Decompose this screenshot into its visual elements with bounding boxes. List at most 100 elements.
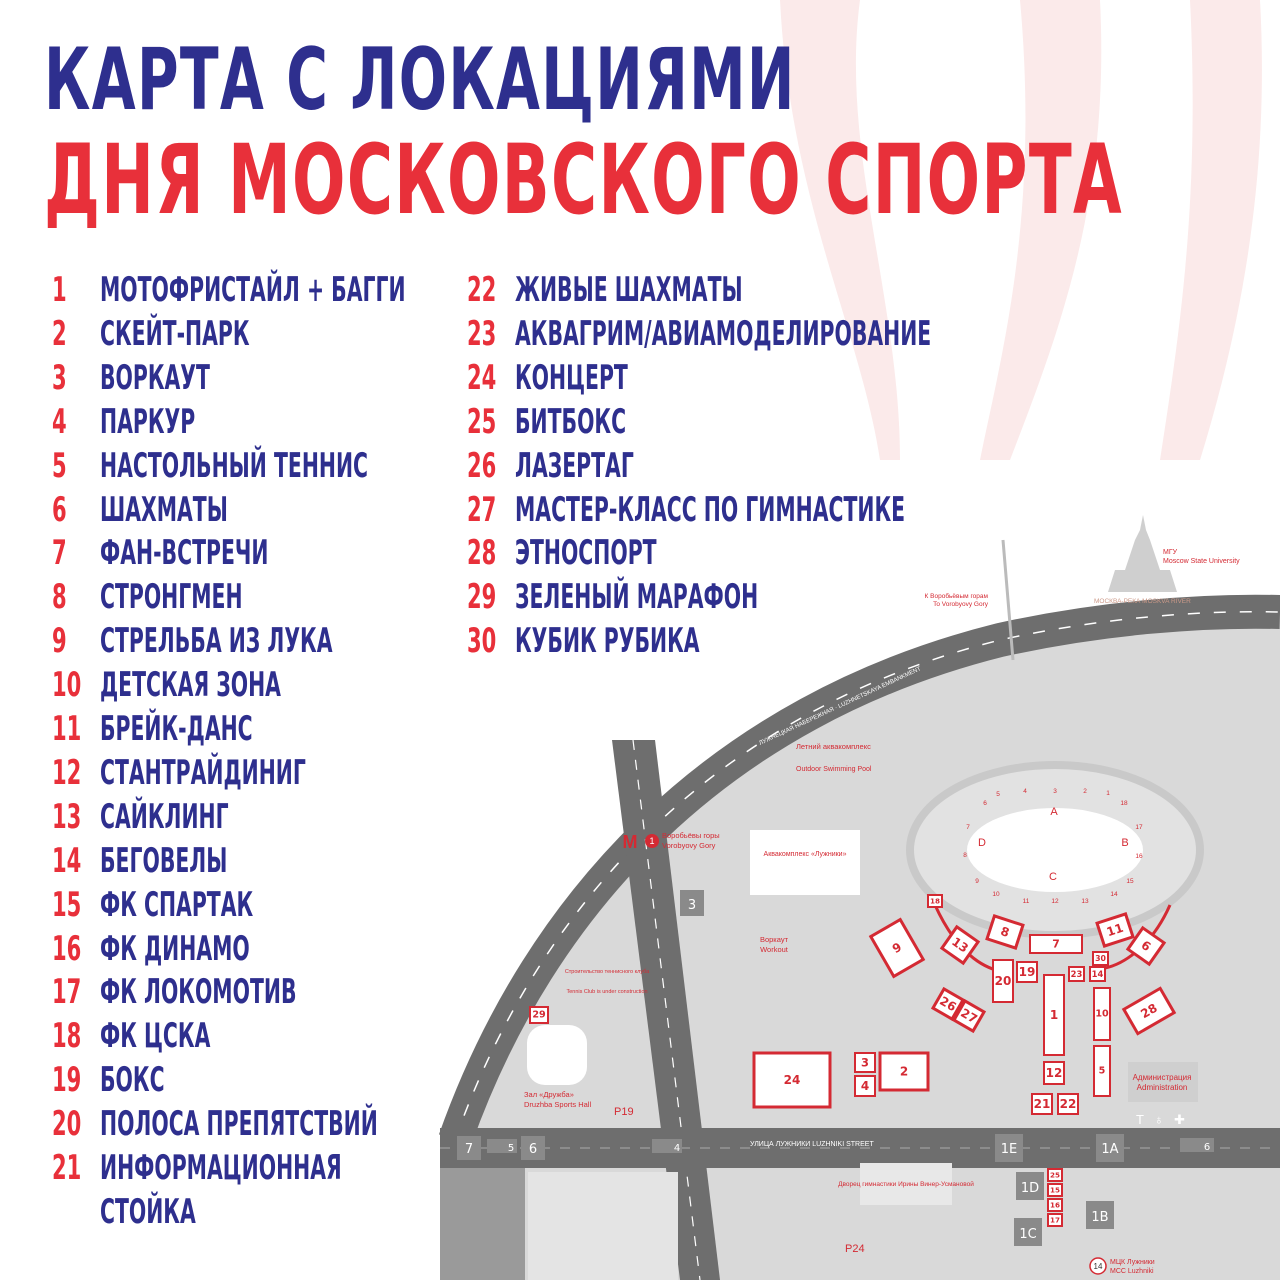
location-number: 28 <box>467 533 497 574</box>
svg-text:17: 17 <box>1135 824 1143 831</box>
druzhba-label: Зал «Дружба» <box>524 1090 574 1099</box>
location-number: 3 <box>52 357 67 398</box>
to-gory-label-en: To Vorobyovy Gory <box>933 601 989 608</box>
map-marker-15[interactable]: 15 <box>1047 1183 1063 1197</box>
marker-label: 21 <box>1034 1097 1051 1111</box>
location-label: ЗЕЛЕНЫЙ МАРАФОН <box>515 577 759 618</box>
location-label: БЕГОВЕЛЫ <box>100 840 228 881</box>
svg-text:16: 16 <box>1135 853 1143 860</box>
map-marker-20[interactable]: 20 <box>992 959 1014 1003</box>
pool-label: Летний аквакомплекс <box>796 742 871 751</box>
map-marker-2[interactable]: 2 <box>878 1051 930 1092</box>
aqua-label: Аквакомплекс «Лужники» <box>764 851 847 858</box>
map-marker-23[interactable]: 23 <box>1068 966 1085 982</box>
svg-text:5: 5 <box>996 791 1000 798</box>
location-number: 25 <box>467 401 497 442</box>
msu-label-en: Moscow State University <box>1163 558 1240 565</box>
map-marker-14[interactable]: 14 <box>1089 966 1106 982</box>
map-marker-8[interactable]: 8 <box>985 914 1025 950</box>
location-number: 30 <box>467 621 497 662</box>
exit-4: 4 <box>674 1143 680 1154</box>
location-number: 15 <box>52 884 82 925</box>
location-number: 2 <box>52 313 67 354</box>
map-marker-24[interactable]: 24 <box>752 1051 832 1109</box>
marker-label: 12 <box>1046 1066 1063 1080</box>
location-label: ДЕТСКАЯ ЗОНА <box>100 665 281 706</box>
map-marker-13[interactable]: 13 <box>939 924 981 966</box>
location-label: БОКС <box>100 1060 165 1101</box>
river-label: МОСКВА-РЕКА MOSKVA RIVER <box>1094 598 1191 605</box>
location-label: ПОЛОСА ПРЕПЯТСТВИЙ <box>100 1104 378 1145</box>
gate-1e: 1E <box>1001 1142 1018 1157</box>
location-number: 16 <box>52 928 82 969</box>
svg-text:3: 3 <box>1053 788 1057 795</box>
pool-label-en: Outdoor Swimming Pool <box>796 766 872 773</box>
location-label: НАСТОЛЬНЫЙ ТЕННИС <box>100 445 369 486</box>
location-label: ЭТНОСПОРТ <box>515 533 657 574</box>
location-number: 6 <box>52 489 67 530</box>
parking-p19: P19 <box>614 1106 634 1118</box>
gate-1a: 1A <box>1101 1142 1118 1157</box>
svg-text:14: 14 <box>1110 891 1118 898</box>
map-marker-18[interactable]: 18 <box>927 894 943 908</box>
map-marker-27[interactable]: 27 <box>951 998 987 1034</box>
map-marker-12[interactable]: 12 <box>1043 1061 1065 1085</box>
location-number: 23 <box>467 313 497 354</box>
map-marker-30[interactable]: 30 <box>1092 951 1109 966</box>
street-label: УЛИЦА ЛУЖНИКИ LUZHNIKI STREET <box>750 1141 874 1148</box>
map-marker-22[interactable]: 22 <box>1057 1093 1079 1115</box>
workout-label: Воркаут <box>760 935 789 944</box>
location-label: ФК ДИНАМО <box>100 928 250 969</box>
to-gory-label: К Воробьёвым горам <box>925 592 989 600</box>
gate-3: 3 <box>688 898 696 913</box>
location-label: СТОЙКА <box>100 1191 196 1232</box>
map-marker-4[interactable]: 4 <box>854 1075 876 1097</box>
map-marker-10[interactable]: 10 <box>1093 987 1111 1041</box>
parking-p24: P24 <box>845 1243 865 1255</box>
map-marker-19[interactable]: 19 <box>1016 961 1038 983</box>
marker-label: 15 <box>1050 1186 1060 1195</box>
gate-1c: 1C <box>1019 1227 1036 1242</box>
svg-text:2: 2 <box>1083 788 1087 795</box>
map-marker-28[interactable]: 28 <box>1121 986 1177 1036</box>
mck-label: МЦК Лужники <box>1110 1259 1155 1266</box>
location-label: ШАХМАТЫ <box>100 489 228 530</box>
map-marker-21[interactable]: 21 <box>1031 1093 1053 1115</box>
mck-label-en: MCC Luzhniki <box>1110 1268 1154 1275</box>
marker-label: 25 <box>1050 1171 1060 1180</box>
map-marker-16[interactable]: 16 <box>1047 1198 1063 1212</box>
location-label: ЖИВЫЕ ШАХМАТЫ <box>515 270 743 310</box>
map-marker-29[interactable]: 29 <box>529 1006 549 1024</box>
svg-text:13: 13 <box>1081 898 1089 905</box>
title-line-2: ДНЯ МОСКОВСКОГО СПОРТА <box>44 124 1123 236</box>
location-label: КУБИК РУБИКА <box>515 621 700 662</box>
metro-label-en: Vorobyovy Gory <box>662 841 716 850</box>
map-marker-6[interactable]: 6 <box>1125 925 1167 967</box>
map-marker-3[interactable]: 3 <box>854 1052 876 1073</box>
map-marker-25[interactable]: 25 <box>1047 1168 1063 1182</box>
svg-text:10: 10 <box>992 891 1000 898</box>
location-number: 14 <box>52 840 82 881</box>
marker-label: 29 <box>532 1010 546 1021</box>
location-label: ФК СПАРТАК <box>100 884 254 925</box>
map-marker-11[interactable]: 11 <box>1095 912 1135 948</box>
marker-label: 30 <box>1095 954 1106 963</box>
first-aid-icon: ✚ <box>1174 1112 1185 1127</box>
map-marker-7[interactable]: 7 <box>1029 934 1083 954</box>
location-number: 24 <box>467 357 497 398</box>
location-number: 12 <box>52 752 82 793</box>
svg-text:15: 15 <box>1126 878 1134 885</box>
druzhba-label-en: Druzhba Sports Hall <box>524 1100 591 1109</box>
metro-line-badge: 1 <box>649 836 654 846</box>
map-marker-5[interactable]: 5 <box>1093 1045 1111 1097</box>
map-marker-9[interactable]: 9 <box>868 917 926 979</box>
map-marker-17[interactable]: 17 <box>1047 1213 1063 1227</box>
location-number: 27 <box>467 489 497 530</box>
map-marker-1[interactable]: 1 <box>1043 974 1065 1056</box>
map-marker-26[interactable]: 26 <box>930 986 966 1022</box>
druzhba-hall <box>527 1025 587 1085</box>
location-number: 8 <box>52 577 67 618</box>
sector-d: D <box>978 837 986 849</box>
location-number: 26 <box>467 445 497 486</box>
